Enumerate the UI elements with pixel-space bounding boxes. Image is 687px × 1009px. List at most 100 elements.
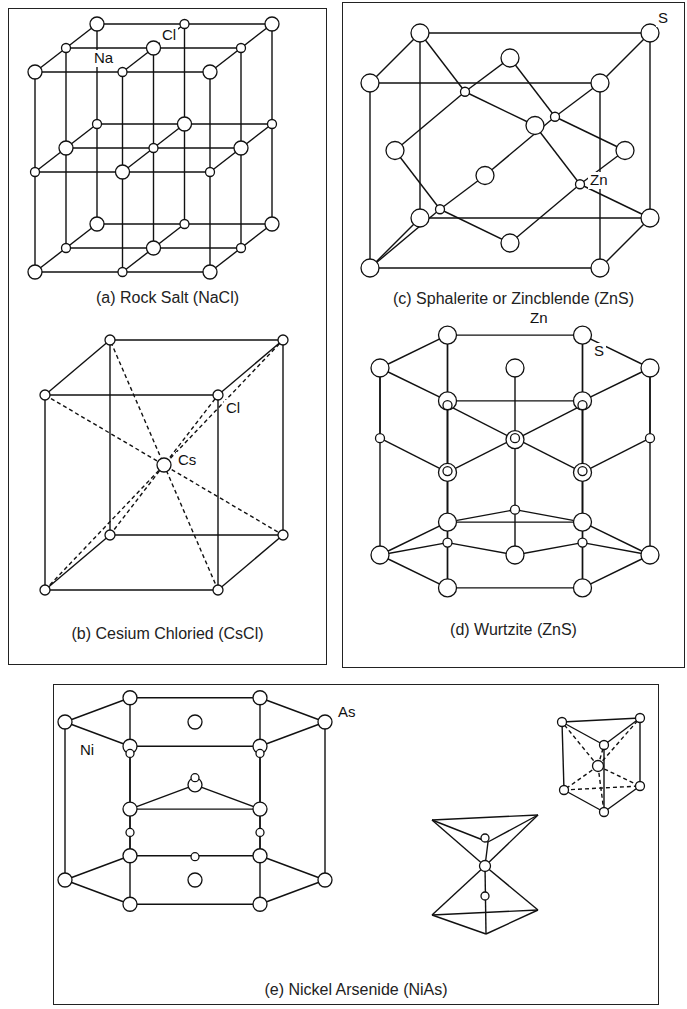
s-atom — [386, 142, 404, 160]
figure-panel: (e) Nickel Arsenide (NiAs) — [53, 684, 659, 1005]
as-atom — [188, 873, 202, 887]
s-atom — [506, 546, 524, 564]
s-atom — [411, 24, 429, 42]
as-atom — [123, 691, 137, 705]
s-atom — [574, 326, 592, 344]
ni-atom — [191, 774, 199, 782]
hexagonal-prism-edge — [260, 722, 325, 746]
s-atom — [641, 209, 659, 227]
cl-atom — [178, 117, 192, 131]
as-atom — [253, 897, 267, 911]
zn-atom — [576, 180, 585, 189]
as-atom — [600, 741, 609, 750]
cl-atom — [147, 41, 161, 55]
hexagonal-prism-edge — [130, 746, 260, 747]
as-atom — [188, 715, 202, 729]
na-atom — [268, 120, 277, 129]
ni-atom — [256, 828, 264, 836]
triangle-line — [195, 785, 260, 809]
zn-atom — [376, 434, 385, 443]
cube-edge — [110, 534, 283, 535]
lattice-line — [210, 24, 272, 72]
na-atom — [237, 44, 246, 53]
as-atom — [58, 715, 72, 729]
s-atom — [616, 142, 634, 160]
as-atom — [253, 802, 267, 816]
na-atom — [180, 220, 189, 229]
cl-atom — [203, 65, 217, 79]
ni-atom — [126, 828, 134, 836]
hexagonal-prism-edge — [65, 856, 130, 880]
coordination-line — [598, 766, 640, 786]
lattice-line — [123, 124, 185, 172]
s-atom — [361, 74, 379, 92]
as-atom — [560, 786, 569, 795]
cube-edge — [649, 33, 650, 218]
bond-line — [582, 472, 583, 542]
na-atom — [93, 120, 102, 129]
cl-atom — [213, 390, 223, 400]
cl-atom — [40, 390, 50, 400]
hexagonal-prism-edge — [380, 335, 448, 368]
s-atom — [591, 259, 609, 277]
hexagonal-prism-edge — [448, 334, 583, 335]
s-atom — [501, 49, 519, 67]
cube-edge — [110, 339, 283, 340]
bond-line — [649, 368, 650, 438]
na-atom — [237, 244, 246, 253]
hexagonal-prism-edge — [447, 401, 448, 588]
bond-line — [510, 58, 555, 117]
hexagonal-prism-edge — [65, 722, 130, 746]
cl-atom — [28, 265, 42, 279]
hexagonal-prism-edge — [130, 904, 260, 905]
bond-line — [580, 184, 650, 218]
bond-line — [440, 209, 510, 243]
s-atom — [439, 579, 457, 597]
zn-atom — [443, 401, 452, 410]
octahedron-edge — [432, 815, 538, 820]
hexagonal-prism-edge — [379, 368, 380, 555]
cl-atom — [40, 585, 50, 595]
body-diagonal — [45, 340, 283, 590]
triangle-line — [130, 808, 260, 809]
s-atom — [574, 392, 592, 410]
as-atom — [318, 715, 332, 729]
coordination-line — [598, 718, 640, 766]
cl-atom — [265, 217, 279, 231]
cube-edge — [419, 33, 420, 218]
prism-edge — [564, 790, 604, 812]
atom-label: Zn — [528, 310, 550, 327]
na-atom — [149, 144, 158, 153]
bond-line — [514, 440, 515, 510]
prism-edge — [604, 718, 640, 745]
cube-edge — [45, 394, 218, 395]
bond-line — [583, 438, 651, 472]
bond-line — [447, 401, 448, 471]
body-diagonal — [110, 395, 218, 535]
cube-edge — [420, 32, 650, 33]
as-atom — [318, 873, 332, 887]
bond-line — [380, 543, 448, 555]
coordination-line — [598, 766, 604, 812]
atom-label: Cl — [160, 27, 178, 44]
triangle-line — [130, 785, 195, 809]
atom-label: Zn — [588, 172, 610, 189]
hexagonal-prism-edge — [583, 335, 651, 368]
zn-atom — [511, 434, 520, 443]
as-atom — [600, 808, 609, 817]
bond-line — [515, 438, 583, 472]
octahedron-edge — [488, 815, 538, 842]
octahedron-edge — [432, 915, 486, 934]
as-atom — [253, 849, 267, 863]
s-atom — [591, 74, 609, 92]
zn-atom — [578, 467, 587, 476]
atom-label: Cl — [224, 400, 242, 417]
hexagonal-prism-edge — [64, 722, 65, 880]
cl-atom — [278, 530, 288, 540]
coordination-line — [564, 766, 598, 790]
s-atom — [641, 546, 659, 564]
figure-panel: (a) Rock Salt (NaCl)(b) Cesium Chloried … — [8, 8, 327, 665]
s-atom — [439, 513, 457, 531]
ni-atom — [593, 761, 604, 772]
prism-edge — [604, 786, 640, 812]
